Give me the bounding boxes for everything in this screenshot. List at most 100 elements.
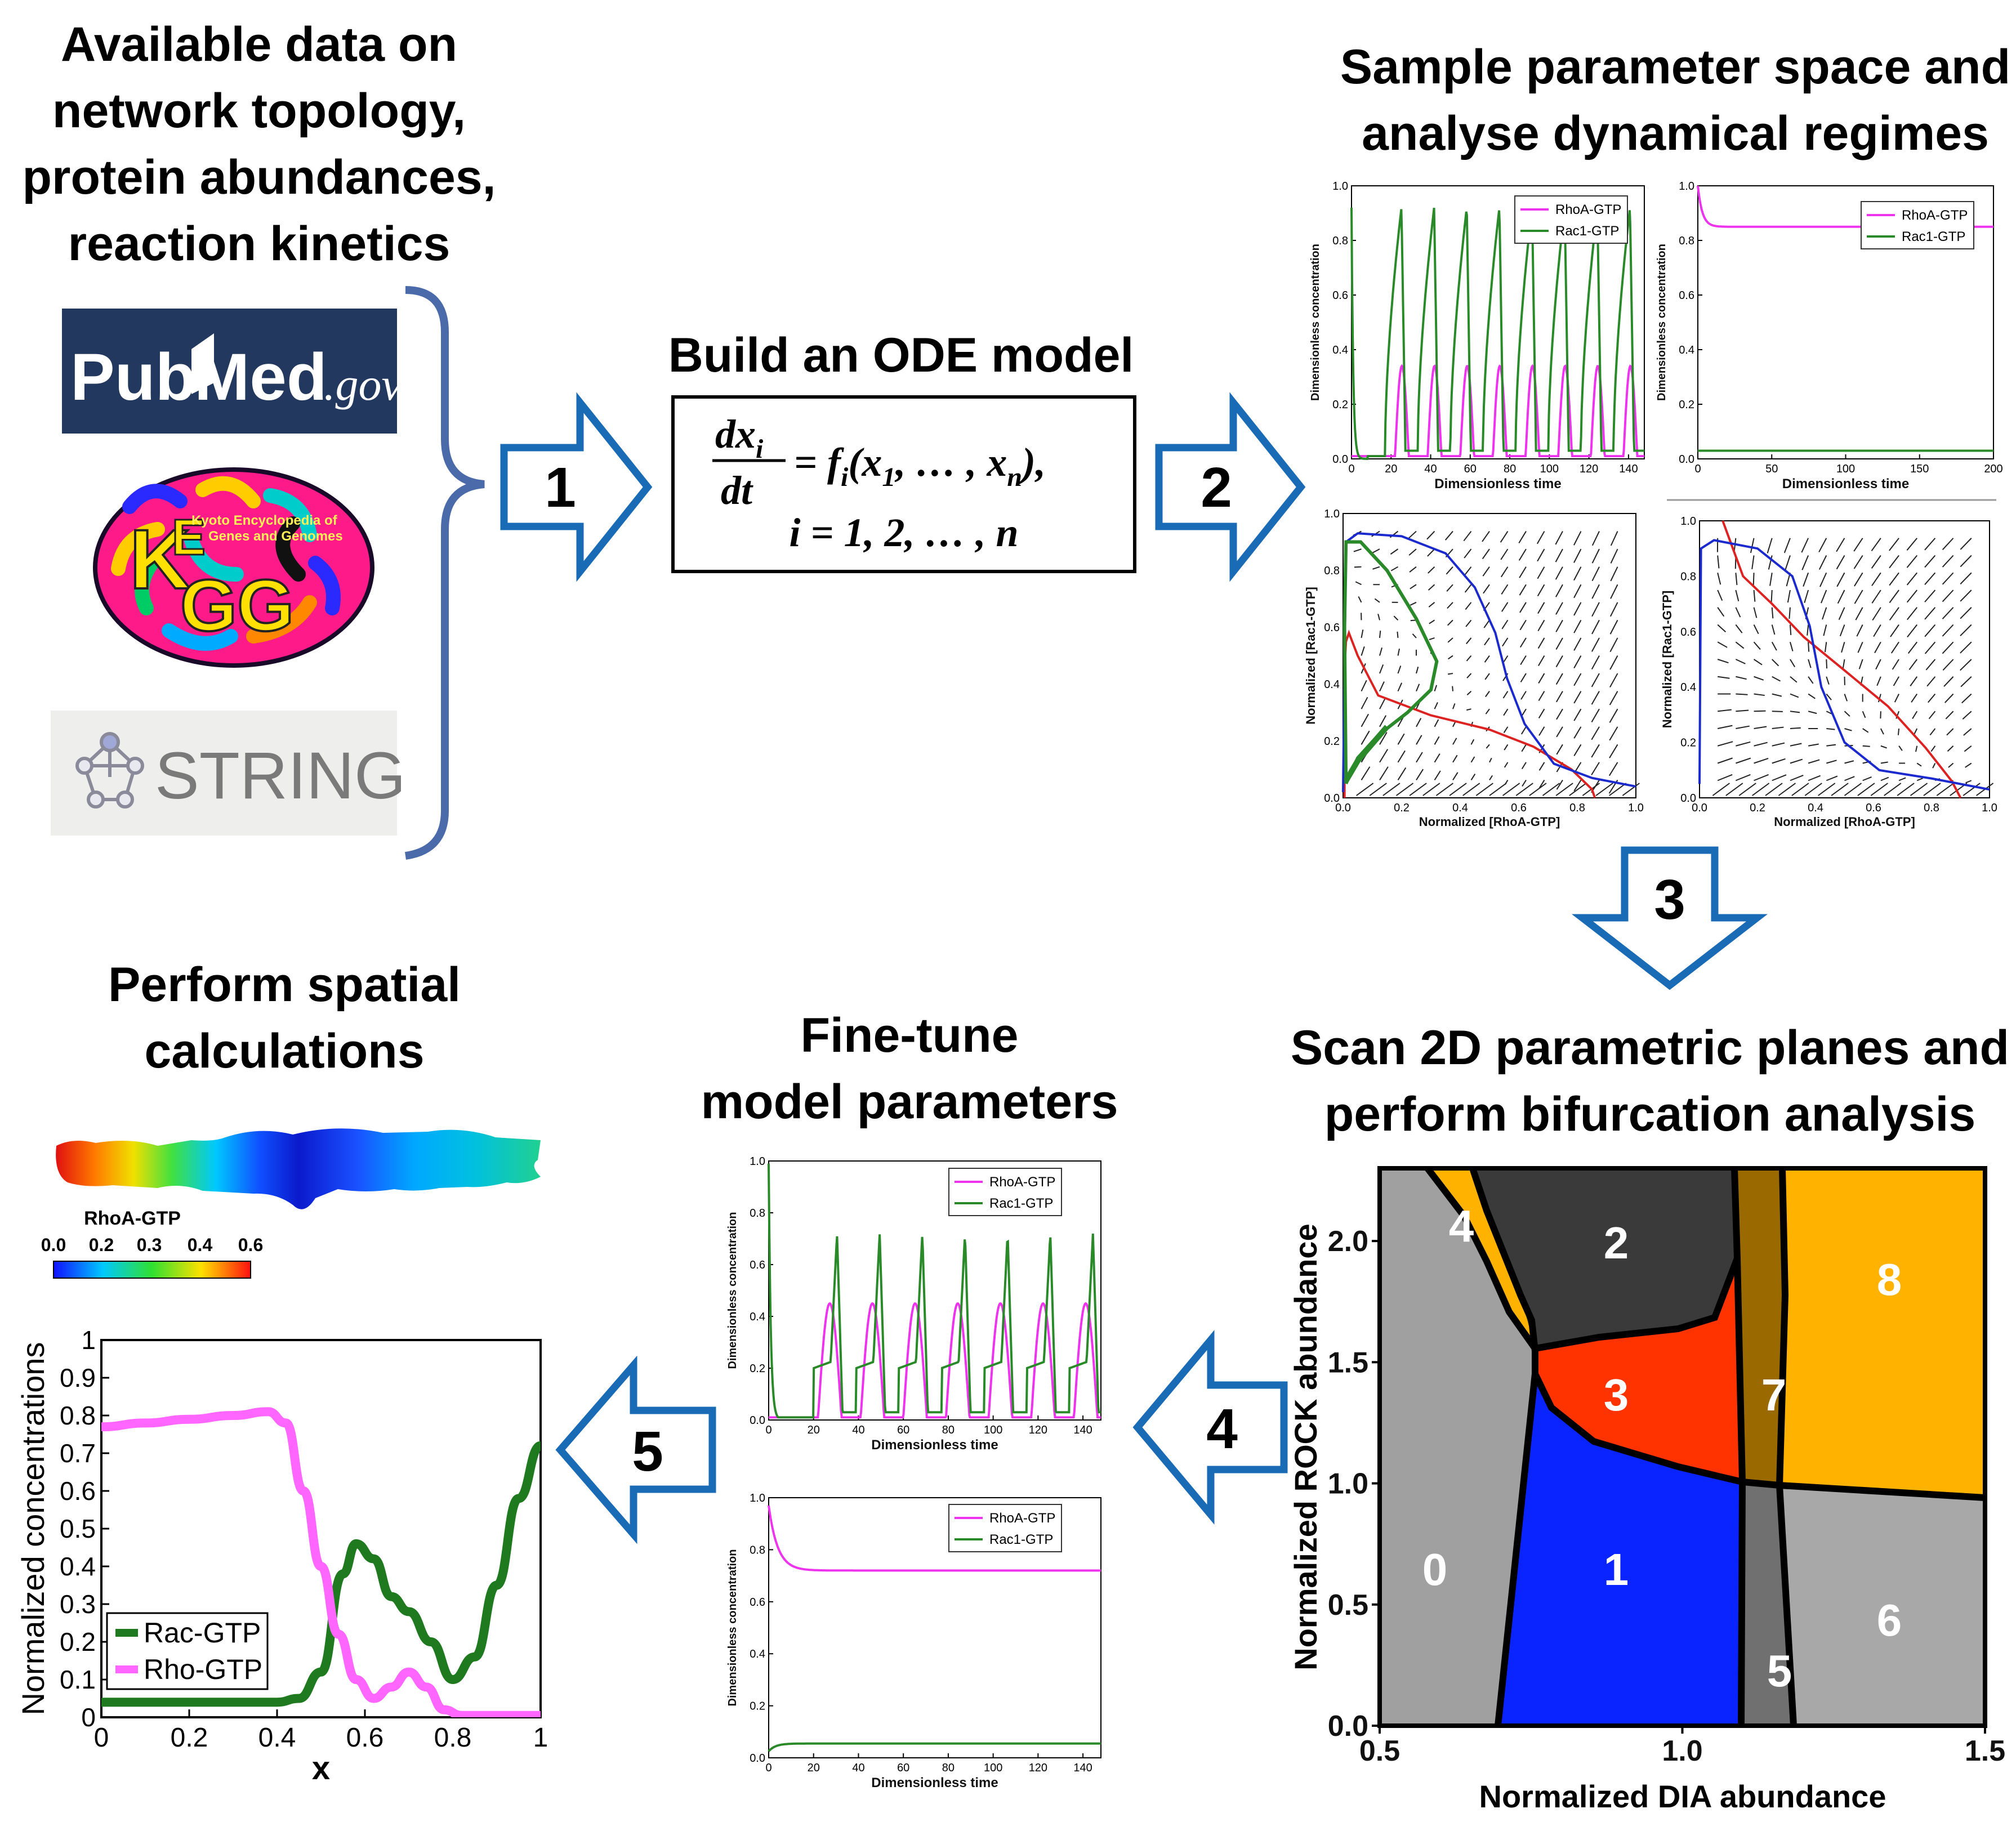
data-sources-brace — [404, 286, 485, 860]
xtick-label: 0 — [765, 1424, 771, 1436]
vector-field-arrow — [1428, 566, 1435, 574]
arrow-3-label: 3 — [1654, 868, 1685, 931]
arrow-5-label: 5 — [632, 1420, 663, 1483]
ytick-label: 0.0 — [1680, 792, 1696, 805]
vector-field-arrow — [1754, 659, 1763, 666]
vector-field-arrow — [1717, 757, 1733, 764]
svg-text:E: E — [172, 510, 206, 566]
xtick-label: 80 — [942, 1762, 955, 1774]
vector-field-arrow — [1529, 783, 1547, 796]
vector-field-arrow — [1945, 711, 1954, 720]
bif-label-4: 4 — [1449, 1201, 1474, 1251]
vector-field-arrow — [1965, 762, 1972, 768]
vector-field-arrow — [1771, 624, 1776, 635]
vector-field-arrow — [1754, 742, 1768, 747]
vector-field-arrow — [1870, 783, 1888, 796]
vector-field-arrow — [1489, 775, 1493, 780]
vector-field-arrow — [1873, 624, 1881, 637]
ytick-label: 1.0 — [750, 1155, 765, 1168]
vector-field-arrow — [1765, 783, 1783, 796]
vector-field-arrow — [1790, 693, 1799, 698]
vector-field-arrow — [1426, 530, 1435, 540]
ytick-label: 0.6 — [1680, 626, 1696, 638]
vector-field-arrow — [1573, 584, 1582, 599]
ytick-label: 0.8 — [750, 1544, 765, 1556]
vector-field-arrow — [1963, 783, 1981, 796]
finetune-title-line2: model parameters — [701, 1075, 1118, 1129]
vector-field-arrow — [1889, 555, 1899, 569]
bif-region-1 — [1498, 1374, 1742, 1726]
ytick-label: 0.8 — [1332, 235, 1348, 247]
vector-field-arrow — [1844, 694, 1848, 702]
vector-field-arrow — [1520, 673, 1527, 682]
vector-field-arrow — [1502, 637, 1509, 647]
vector-field-arrow — [1801, 555, 1809, 570]
vector-field-arrow — [1501, 584, 1509, 595]
xtick-label: 0.4 — [1452, 802, 1468, 814]
spatial-legend: Rac-GTP Rho-GTP — [106, 1612, 269, 1690]
vector-field-arrow — [1573, 779, 1582, 792]
vector-field-arrow — [1754, 726, 1767, 729]
vector-field-arrow — [1871, 572, 1881, 586]
vector-field-arrow — [1610, 584, 1618, 599]
vector-field-arrow — [1826, 676, 1830, 685]
xtick-label: 40 — [852, 1762, 864, 1774]
xtick-label: 20 — [1385, 463, 1397, 475]
xtick-label: 60 — [1464, 463, 1477, 475]
vector-field-arrow — [1853, 538, 1863, 552]
vector-field-arrow — [1609, 708, 1618, 723]
vector-field-arrow — [1942, 659, 1954, 671]
spatial-ylabel: Normalized concentrations — [15, 1342, 51, 1716]
vector-field-arrow — [1961, 693, 1972, 704]
vector-field-arrow — [1789, 624, 1792, 636]
svg-text:GG: GG — [180, 564, 294, 646]
svg-text:Genes and Genomes: Genes and Genomes — [208, 529, 343, 544]
vector-field-arrow — [1857, 641, 1863, 653]
xtick-label: 120 — [1580, 463, 1598, 475]
vector-field-arrow — [1518, 548, 1527, 561]
vector-field-arrow — [1489, 757, 1492, 763]
xtick-label: 80 — [1504, 463, 1516, 475]
vector-field-arrow — [1416, 752, 1423, 763]
vector-field-arrow — [1876, 676, 1881, 686]
vector-field-arrow — [1522, 779, 1527, 787]
arrow-3: 3 — [1571, 846, 1768, 990]
vector-field-arrow — [1942, 624, 1954, 637]
vector-field-arrow — [1818, 555, 1827, 570]
vector-field-arrow — [1591, 619, 1600, 635]
vector-field-arrow — [1819, 572, 1827, 587]
vector-field-arrow — [1556, 744, 1563, 755]
bif-label-7: 7 — [1761, 1370, 1787, 1420]
vector-field-arrow — [1907, 624, 1918, 638]
timeplot-legend — [1861, 201, 1974, 249]
series-line-rhoa — [768, 1505, 1101, 1572]
vector-field-arrow — [1942, 555, 1954, 568]
vector-field-arrow — [1754, 676, 1764, 681]
vector-field-arrow — [1804, 590, 1809, 603]
vector-field-arrow — [1536, 531, 1545, 544]
data-sources-title-line4: reaction kinetics — [68, 217, 451, 271]
vector-field-arrow — [1821, 590, 1827, 604]
nullcline-blue — [1698, 539, 1990, 791]
ytick-label: 1.0 — [750, 1492, 765, 1504]
phaseplot-ylabel: Normalized [Rac1-GTP] — [1660, 591, 1674, 729]
vector-field-arrow — [1416, 735, 1422, 745]
vector-field-arrow — [1844, 711, 1850, 717]
vector-field-arrow — [1361, 696, 1368, 709]
vector-field-arrow — [1397, 666, 1402, 674]
bif-xtick-label: 1.0 — [1662, 1735, 1702, 1767]
phaseplot-oscillatory: 0.00.00.20.20.40.40.60.60.80.81.01.0Norm… — [1304, 508, 1644, 829]
vector-field-arrow — [1465, 602, 1472, 610]
vector-field-arrow — [1822, 607, 1827, 620]
timeplot-legend — [948, 1504, 1062, 1552]
vector-field-arrow — [1906, 572, 1918, 586]
vector-field-arrow — [1717, 641, 1728, 648]
vector-field-arrow — [1538, 655, 1545, 667]
vector-field-arrow — [1807, 624, 1809, 636]
vector-field-arrow — [1361, 680, 1367, 692]
vector-field-arrow — [1942, 607, 1954, 619]
vector-field-arrow — [1485, 708, 1490, 714]
build-model-title: Build an ODE model — [668, 328, 1134, 382]
vector-field-arrow — [1434, 770, 1441, 780]
